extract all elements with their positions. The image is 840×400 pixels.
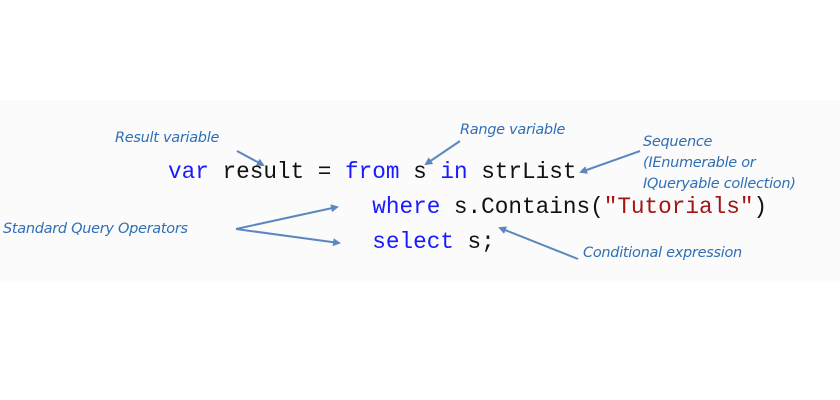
code-text: s;	[453, 229, 495, 255]
arrow-conditional-expression	[498, 226, 579, 260]
label-sequence-line: (IEnumerable or	[643, 155, 756, 171]
keyword-select: select	[372, 229, 454, 255]
label-standard-query-operators: Standard Query Operators	[3, 221, 188, 237]
label-sequence-line: Sequence	[643, 134, 713, 150]
arrow-range-variable	[424, 140, 461, 166]
label-range-variable: Range variable	[460, 122, 566, 138]
code-line-3: select s;	[168, 225, 767, 260]
keyword-where: where	[372, 194, 441, 220]
code-text: s	[399, 159, 441, 185]
keyword-from: from	[345, 159, 400, 185]
label-conditional-expression: Conditional expression	[583, 245, 742, 261]
label-sequence: Sequence (IEnumerable or IQueryable coll…	[643, 132, 796, 195]
arrow-sequence	[579, 150, 641, 174]
string-literal: "Tutorials"	[603, 194, 754, 220]
code-text: strList	[467, 159, 577, 185]
code-background	[0, 100, 840, 282]
code-line-1: var result = from s in strList	[168, 155, 767, 190]
arrow-operator-select	[235, 228, 341, 247]
label-sequence-line: IQueryable collection)	[643, 176, 796, 192]
code-text: s.Contains(	[440, 194, 604, 220]
linq-query-code: var result = from s in strList where s.C…	[168, 155, 767, 260]
code-text: result =	[208, 159, 346, 185]
arrow-operator-where	[235, 204, 339, 230]
arrow-result-variable	[236, 150, 265, 166]
label-result-variable: Result variable	[115, 130, 220, 146]
keyword-var: var	[168, 159, 209, 185]
code-text: )	[753, 194, 768, 220]
code-line-2: where s.Contains("Tutorials")	[168, 190, 767, 225]
keyword-in: in	[440, 159, 468, 185]
